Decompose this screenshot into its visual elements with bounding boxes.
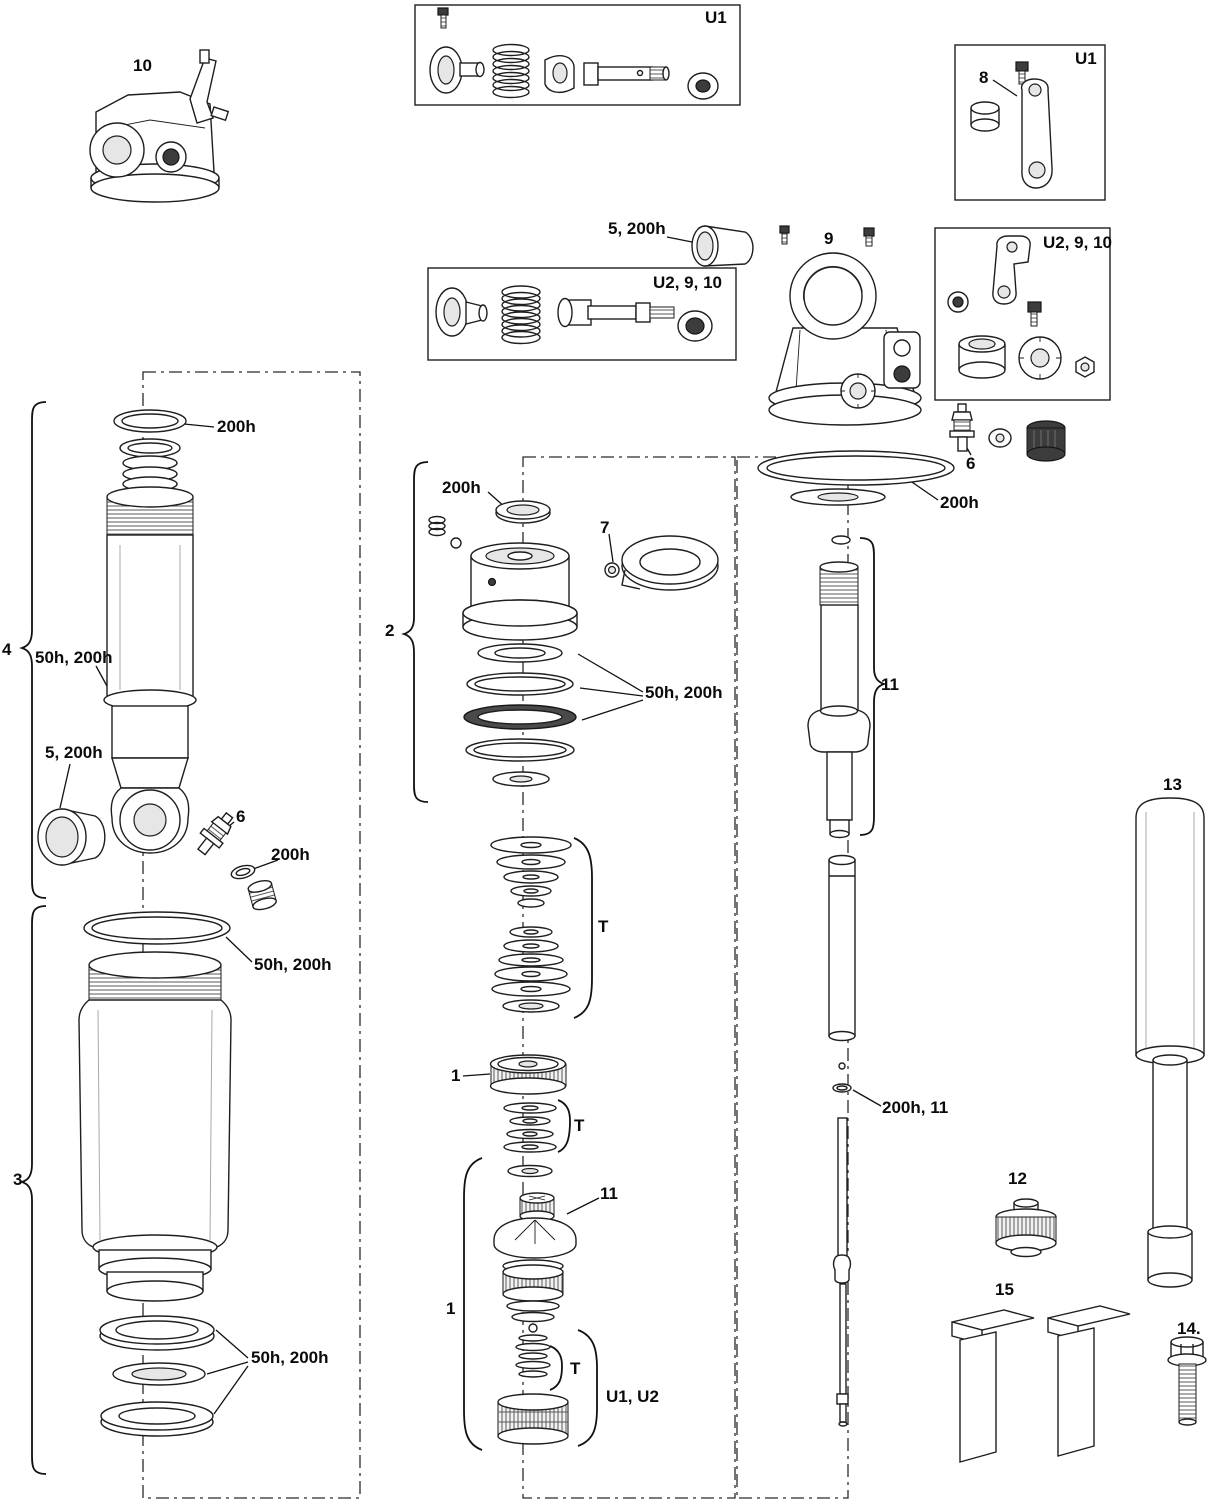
small-shims-art bbox=[503, 1102, 557, 1178]
u1-top-kit-art bbox=[429, 7, 719, 100]
label-seal-left-upper: 50h, 200h bbox=[35, 648, 113, 667]
label-part11-right: 11 bbox=[881, 675, 899, 694]
damper-body-art bbox=[103, 486, 197, 854]
label-seal-left-mid: 50h, 200h bbox=[254, 955, 332, 974]
label-oring-center: 200h bbox=[442, 478, 481, 497]
part-14-art bbox=[1167, 1336, 1207, 1426]
bushing-top-art bbox=[691, 225, 754, 267]
part-15-art bbox=[951, 1305, 1131, 1463]
label-bushing-left: 5, 200h bbox=[45, 743, 103, 762]
label-part1-upper: 1 bbox=[451, 1066, 461, 1085]
part-9-art bbox=[768, 225, 922, 426]
label-part15: 15 bbox=[995, 1280, 1014, 1299]
shaft-11-art bbox=[807, 535, 871, 1427]
part-13-art bbox=[1135, 797, 1205, 1288]
label-part14: 14. bbox=[1177, 1319, 1201, 1338]
label-seal-left-bottom: 50h, 200h bbox=[251, 1348, 329, 1367]
label-part13: 13 bbox=[1163, 775, 1182, 794]
label-oring-200h-11: 200h, 11 bbox=[882, 1098, 949, 1117]
air-can-art bbox=[78, 911, 232, 1302]
label-oring-left-mid: 200h bbox=[271, 845, 310, 864]
small-oring-plug-art bbox=[230, 864, 277, 911]
label-part12: 12 bbox=[1008, 1169, 1027, 1188]
label-part1-lower: 1 bbox=[446, 1299, 456, 1318]
dashed-regions bbox=[142, 371, 849, 1499]
label-part10: 10 bbox=[133, 56, 152, 75]
ifp-assembly-art bbox=[428, 500, 578, 787]
piston-1-art bbox=[489, 1054, 567, 1095]
label-shim-t-bottom: T bbox=[570, 1359, 581, 1378]
label-shim-t-small: T bbox=[574, 1116, 585, 1135]
label-u1-box-right: U1 bbox=[1075, 49, 1097, 68]
label-u1-box-top: U1 bbox=[705, 8, 727, 27]
label-part6-right: 6 bbox=[966, 454, 976, 473]
bushing-left-art bbox=[37, 808, 106, 866]
label-u1-u2: U1, U2 bbox=[606, 1387, 659, 1406]
label-bushing-top: 5, 200h bbox=[608, 219, 666, 238]
kit-boxes bbox=[414, 4, 1111, 401]
valve-6-right-art bbox=[949, 403, 1066, 462]
u2-center-kit-art bbox=[435, 285, 713, 345]
part-12-art bbox=[995, 1198, 1057, 1258]
label-oring-left-top: 200h bbox=[217, 417, 256, 436]
label-part7: 7 bbox=[600, 518, 610, 537]
label-part8: 8 bbox=[979, 68, 989, 87]
leader-lines bbox=[59, 79, 1018, 1415]
clamp-7-art bbox=[604, 535, 719, 591]
label-part11-center: 11 bbox=[600, 1184, 618, 1203]
part-10-art bbox=[89, 49, 230, 203]
label-part4: 4 bbox=[2, 640, 12, 659]
bottom-seals-art bbox=[99, 1315, 215, 1437]
label-seal-center: 50h, 200h bbox=[645, 683, 723, 702]
label-u2910-right: U2, 9, 10 bbox=[1043, 233, 1112, 252]
rebound-piston-art bbox=[493, 1192, 577, 1445]
label-part2: 2 bbox=[385, 621, 395, 640]
shim-stack-art bbox=[490, 836, 572, 1013]
label-part9: 9 bbox=[824, 229, 834, 248]
label-u2910-center: U2, 9, 10 bbox=[653, 273, 722, 292]
label-shim-t-center: T bbox=[598, 917, 609, 936]
label-part3: 3 bbox=[13, 1170, 23, 1189]
brackets bbox=[19, 401, 887, 1475]
valve-6-left-art bbox=[196, 811, 234, 856]
u2-right-kit-art bbox=[947, 235, 1095, 380]
left-top-orings-art bbox=[113, 409, 187, 492]
label-oring-right: 200h bbox=[940, 493, 979, 512]
u1-right-kit-art bbox=[970, 61, 1053, 189]
label-part6-left: 6 bbox=[236, 807, 246, 826]
big-oring-right-art bbox=[757, 450, 955, 506]
